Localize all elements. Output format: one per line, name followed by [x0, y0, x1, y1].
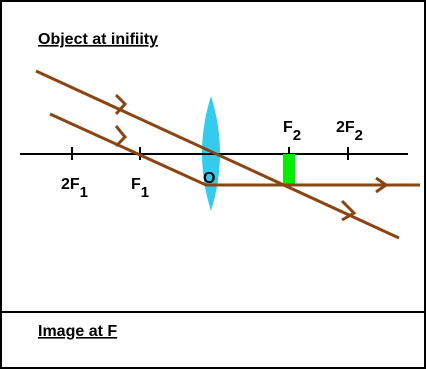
ray-top-arrow-2 — [340, 199, 357, 222]
light-ray-bottom — [49, 112, 420, 187]
light-ray-top — [35, 69, 400, 240]
panel-title: Object at inifiity — [38, 31, 158, 48]
label-f1: F1 — [131, 176, 149, 201]
ray-top-arrow-1 — [114, 93, 128, 116]
label-optical-center: O — [203, 170, 215, 187]
ray-bottom-arrow-1 — [114, 125, 128, 148]
ray-bottom-arrow-2 — [375, 176, 389, 194]
image-at-focus — [283, 154, 295, 185]
panel-caption: Image at F — [38, 323, 117, 340]
label-f2: F2 — [283, 119, 301, 144]
label-2f2: 2F2 — [336, 119, 363, 144]
label-2f1: 2F1 — [61, 176, 88, 201]
